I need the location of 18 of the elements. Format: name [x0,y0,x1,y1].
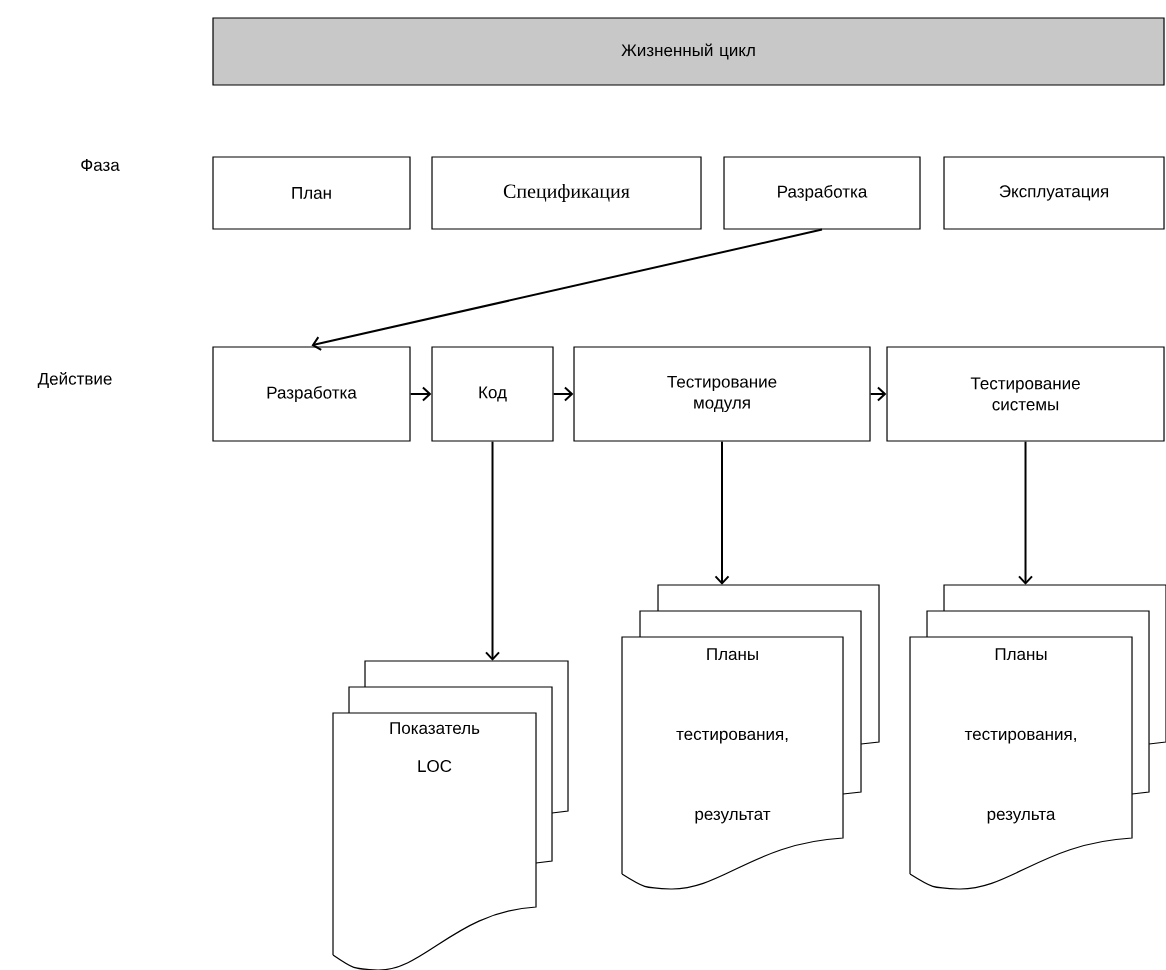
process-box: Тестирование системы [886,346,1165,442]
arrow [869,386,887,402]
process-box: Тестирование модуля [573,346,871,442]
arrow [409,386,432,402]
arrow [1018,440,1033,585]
arrow [311,228,823,351]
row-label: Действие [37,372,112,388]
process-box: Эксплуатация [943,156,1165,230]
process-box: Код [431,346,554,442]
arrow [552,386,574,402]
arrow [485,440,500,661]
process-box: Разработка [212,346,411,442]
process-box: Жизненный цикл [212,17,1165,86]
process-box: Спецификация [431,156,702,230]
arrow [714,440,730,585]
process-box: План [212,156,411,230]
row-label: Фаза [81,159,120,171]
process-box: Разработка [723,156,921,230]
